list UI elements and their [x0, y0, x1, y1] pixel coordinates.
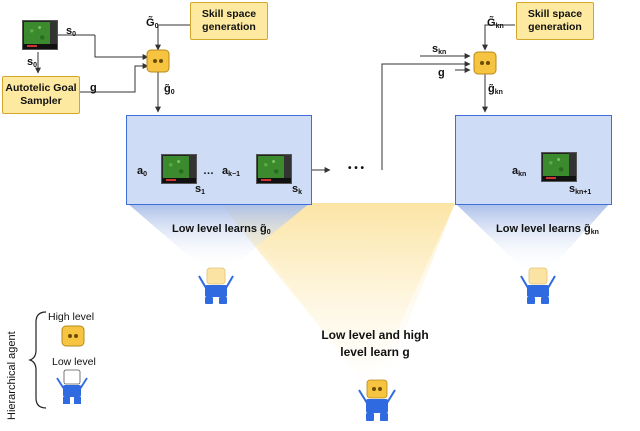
label-akn: akn	[512, 165, 527, 179]
label-skn: skn	[432, 43, 447, 57]
legend-title: Hierarchical agent	[6, 331, 18, 420]
frame-s1	[161, 154, 197, 184]
center-label-line2: level learn g	[340, 345, 410, 359]
label-a0: a0	[137, 165, 148, 179]
label-g0-out: g̃0	[164, 83, 175, 97]
left-learning-region	[127, 203, 310, 270]
label-g-left: g	[90, 82, 97, 94]
skill-space-generation-box-right: Skill space generation	[516, 2, 594, 40]
label-s0-left: s0	[27, 56, 38, 70]
high-level-agent-icon-1	[146, 49, 170, 73]
label-s0-top: s0	[66, 25, 77, 39]
legend-high-level-label: High level	[48, 311, 95, 323]
right-region-label: Low level learns g̃kn	[496, 223, 599, 237]
label-inner-dots: …	[203, 165, 214, 177]
low-level-rollout-box-right	[455, 115, 612, 205]
high-level-agent-icon-2	[473, 51, 497, 75]
robot-icon-bottom	[358, 379, 396, 421]
center-region-label: Low level and high level learn g	[310, 327, 440, 361]
label-gkn-out: g̃kn	[488, 83, 503, 97]
high-level-learning-region-fill	[228, 203, 455, 386]
legend-low-level-label: Low level	[52, 356, 96, 368]
legend-brace	[28, 311, 47, 409]
skill-space-generation-label-right: Skill space generation	[527, 8, 583, 33]
right-learning-region	[455, 203, 610, 272]
label-sk: sk	[292, 183, 303, 197]
legend-high-level-icon	[61, 325, 85, 347]
between-boxes-dots: • • •	[348, 163, 365, 174]
label-Gkn: G̃kn	[487, 17, 504, 31]
autotelic-goal-sampler-box: Autotelic Goal Sampler	[2, 76, 80, 114]
label-ak-1: ak−1	[222, 165, 240, 179]
center-label-line1: Low level and high	[321, 328, 429, 342]
robot-icon-left	[198, 267, 234, 304]
goal-sampler-label: Autotelic Goal Sampler	[5, 82, 77, 107]
skill-space-generation-box-left: Skill space generation	[190, 2, 268, 40]
initial-observation-frame	[22, 20, 58, 50]
frame-skn1	[541, 152, 577, 182]
label-skn1: skn+1	[569, 183, 592, 197]
label-g-right: g	[438, 67, 445, 79]
label-s1: s1	[195, 183, 206, 197]
frame-sk	[256, 154, 292, 184]
legend-low-level-icon	[56, 369, 88, 404]
label-G0: G̃0	[146, 17, 159, 31]
skill-space-generation-label: Skill space generation	[201, 8, 257, 33]
left-region-label: Low level learns g̃0	[172, 223, 271, 237]
robot-icon-right	[520, 267, 556, 304]
